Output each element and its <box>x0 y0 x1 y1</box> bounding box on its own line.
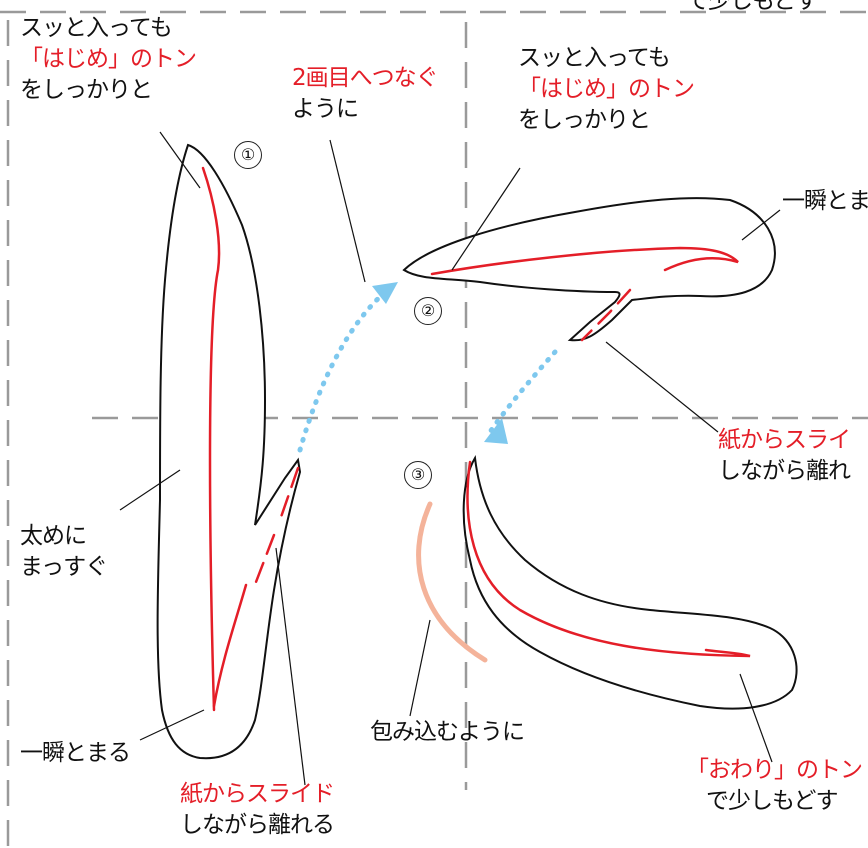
leader-connect <box>329 139 366 283</box>
label-line: しながら離れ <box>718 458 851 484</box>
red-guide-strokes <box>201 166 751 712</box>
leader-end <box>739 673 773 763</box>
connector-arrowhead-1 <box>372 282 398 304</box>
stroke-1-outline <box>156 143 302 760</box>
label-line: 一瞬とま <box>782 188 868 214</box>
leader-stop-left <box>139 709 205 741</box>
label-line: で少しもどす <box>706 788 839 814</box>
label-start-left: スッと入っても 「はじめ」のトン をしっかりと <box>20 13 197 106</box>
label-thick: 太めに まっすぐ <box>20 521 108 583</box>
label-line: しながら離れる <box>180 812 335 838</box>
label-line: 「はじめ」のトン <box>20 46 197 72</box>
connectors <box>297 285 558 453</box>
label-line: をしっかりと <box>518 107 651 133</box>
stroke-3-outline <box>462 454 798 710</box>
connector-arrowhead-2 <box>484 418 508 444</box>
step-number-2: ② <box>414 297 442 325</box>
connector-1-2 <box>297 285 393 453</box>
label-line: 紙からスライド <box>180 781 335 807</box>
label-line: 2画目へつなぐ <box>292 65 439 91</box>
label-start-mid: スッと入っても 「はじめ」のトン をしっかりと <box>518 43 695 136</box>
leader-start-mid <box>451 167 521 271</box>
top-clipped-text: で少しもどす <box>686 0 819 14</box>
leader-wrap <box>409 619 431 717</box>
leader-thick <box>119 469 181 511</box>
label-slide-right: 紙からスライ しながら離れ <box>718 425 851 487</box>
label-wrap: 包み込むように <box>370 717 525 748</box>
connector-2-3 <box>487 349 558 435</box>
leader-slide-right <box>605 341 719 433</box>
label-stop-left: 一瞬とまる <box>20 738 131 769</box>
label-line: ように <box>292 96 359 122</box>
label-line: 太めに <box>20 523 87 549</box>
label-line: 一瞬とまる <box>20 740 131 766</box>
label-line: をしっかりと <box>20 77 153 103</box>
leader-lines <box>119 131 781 786</box>
label-line: 「おわり」のトン <box>686 757 863 783</box>
red-stroke-2-main <box>430 246 739 276</box>
label-slide-bottom: 紙からスライド しながら離れる <box>180 779 335 841</box>
red-stroke-1-dash <box>254 466 300 584</box>
red-stroke-1-main <box>201 166 221 712</box>
label-line: スッと入っても <box>518 45 671 71</box>
red-stroke-3-main <box>466 460 751 658</box>
label-line: 紙からスライ <box>718 427 851 453</box>
leader-start-left <box>159 131 201 189</box>
step-number-1: ① <box>234 141 262 169</box>
step-number-3: ③ <box>404 461 432 489</box>
label-stop-right: 一瞬とま <box>782 186 868 217</box>
wrap-curve <box>416 501 488 663</box>
red-stroke-2-dash <box>580 288 632 342</box>
label-line: スッと入っても <box>20 15 173 41</box>
label-connect: 2画目へつなぐ ように <box>292 63 439 125</box>
stroke-2-outline <box>402 197 776 342</box>
red-stroke-1-tail <box>212 583 248 708</box>
label-line: 「はじめ」のトン <box>518 76 695 102</box>
label-line: 包み込むように <box>370 719 525 745</box>
leader-stop-right <box>741 209 781 241</box>
leader-slide-bottom <box>275 547 306 786</box>
label-line: まっすぐ <box>20 554 108 580</box>
label-end: 「おわり」のトン で少しもどす <box>686 755 863 817</box>
